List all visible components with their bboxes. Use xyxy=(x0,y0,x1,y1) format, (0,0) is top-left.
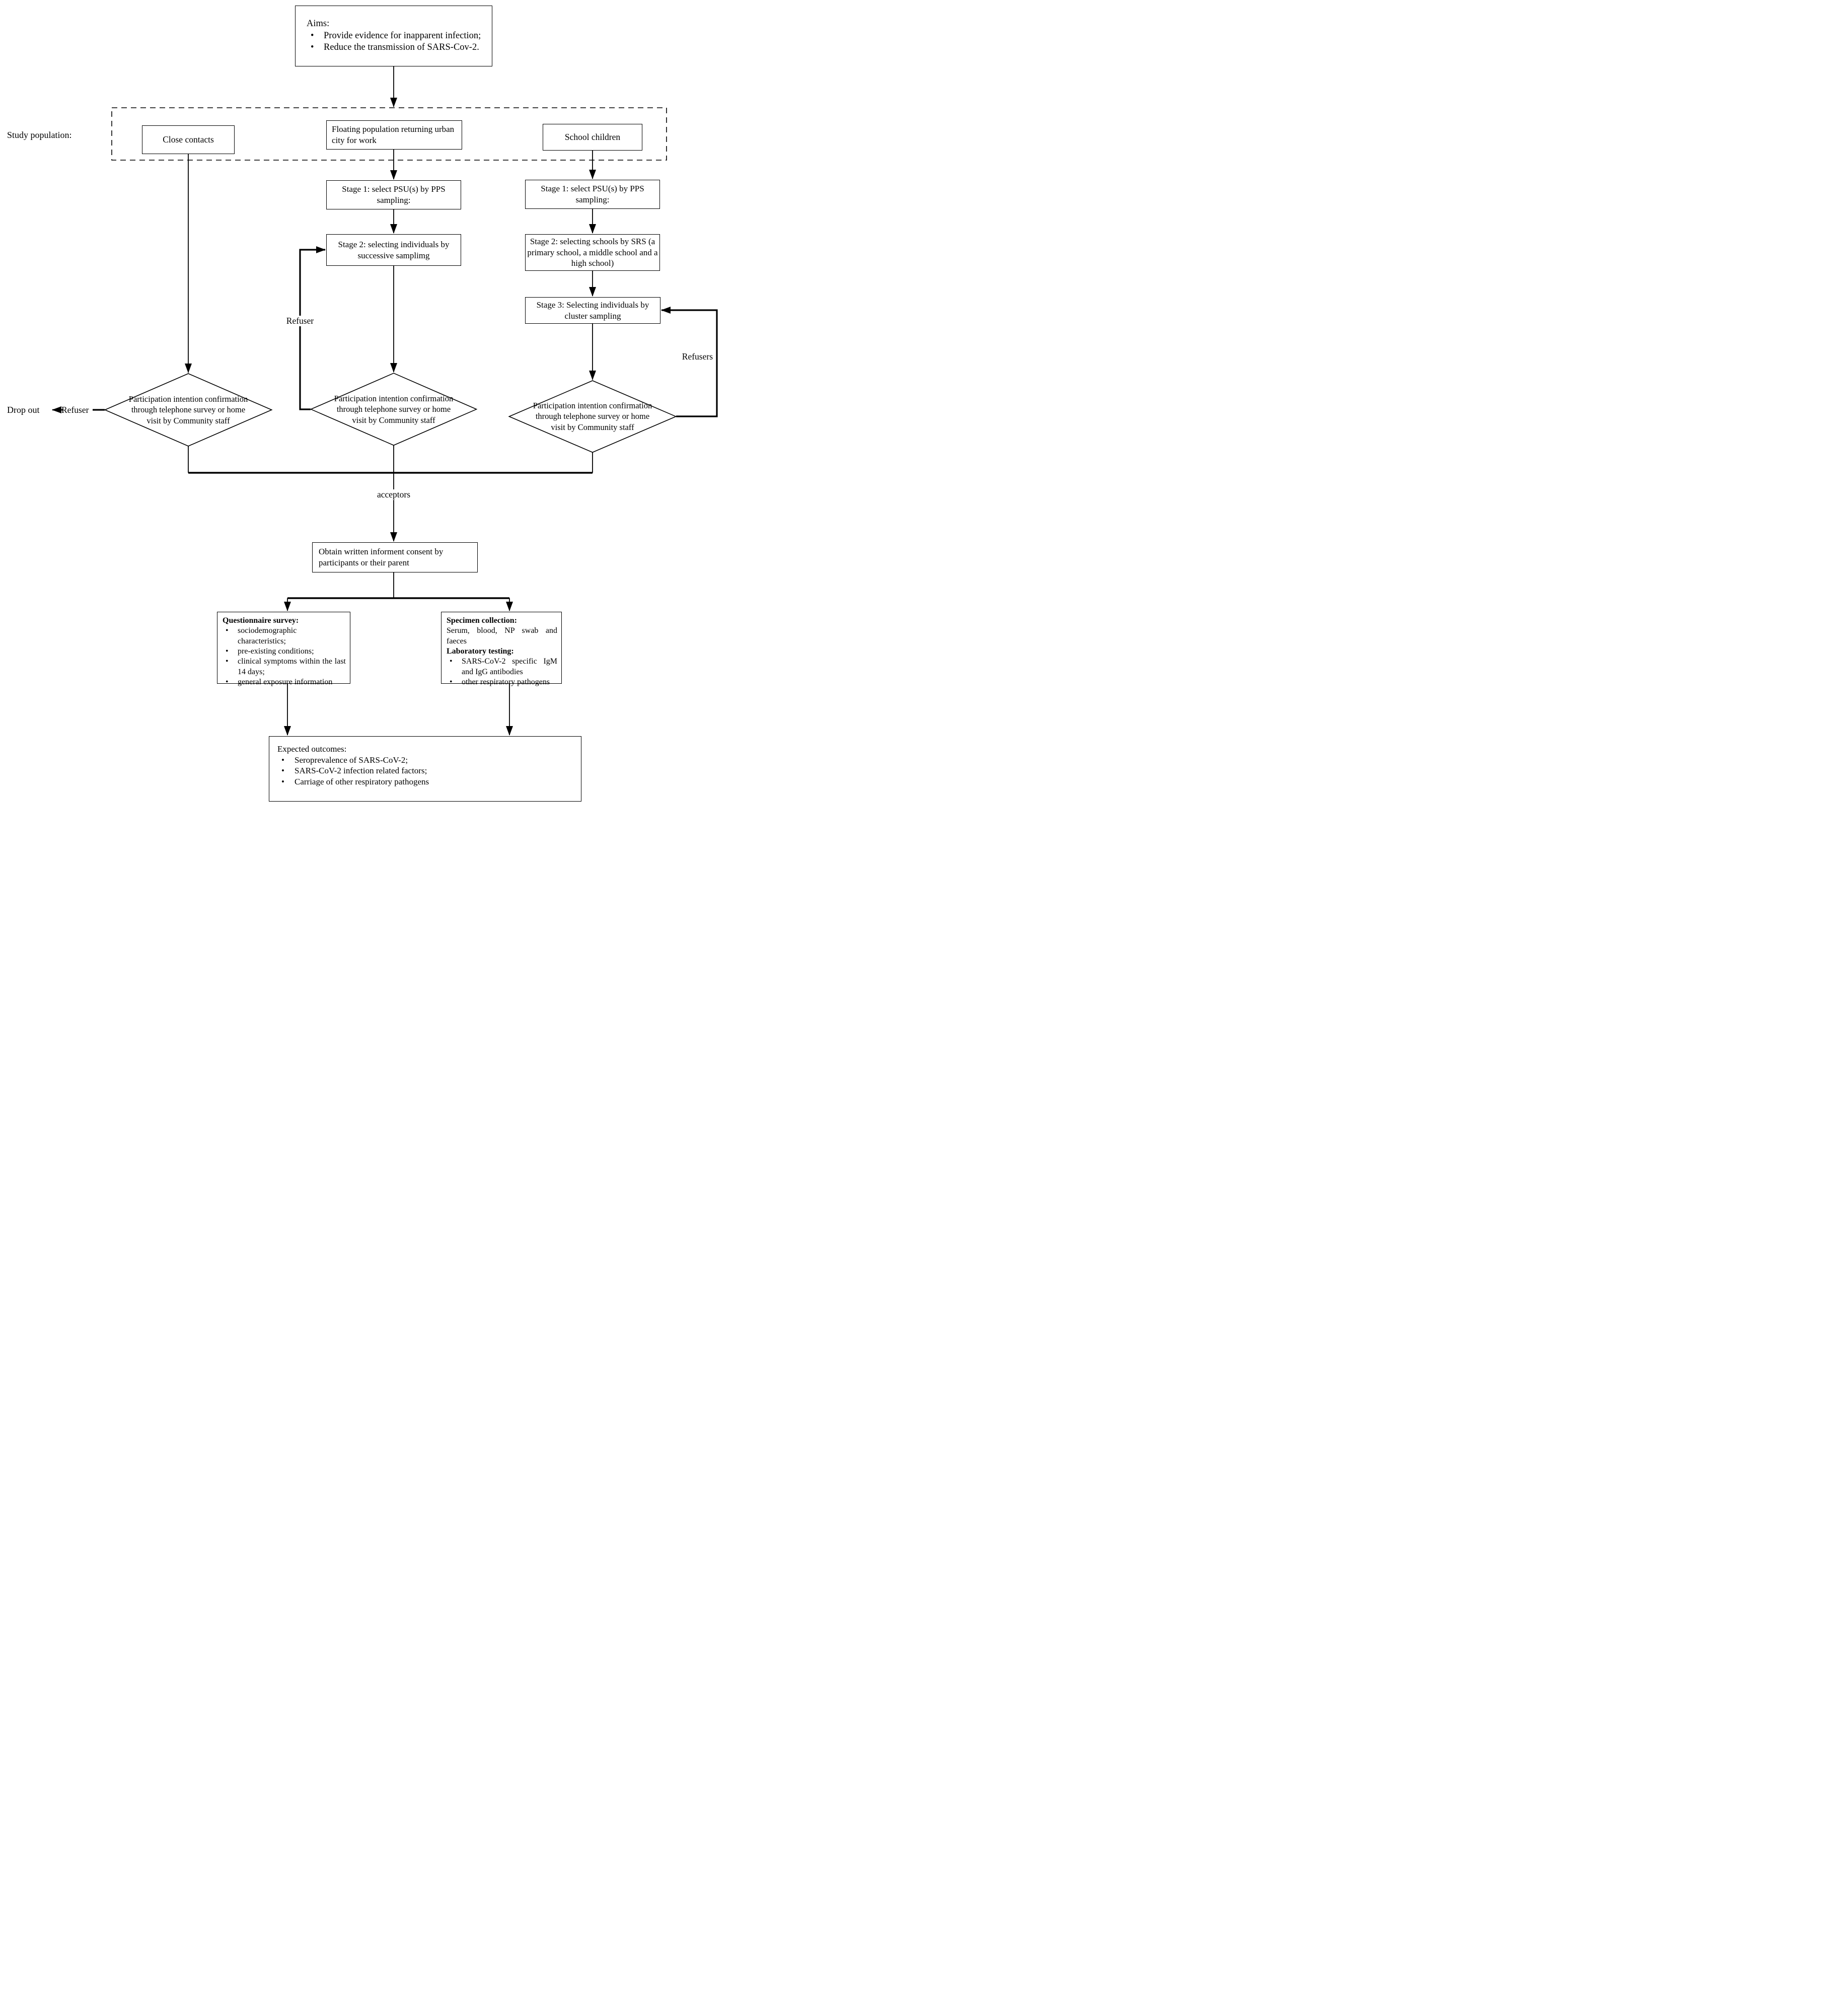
specimen-item-text: SARS-CoV-2 specific IgM and IgG antibodi… xyxy=(462,657,557,676)
outcomes-item: SARS-CoV-2 infection related factors; xyxy=(277,765,575,776)
close-contacts-box: Close contacts xyxy=(142,125,235,154)
questionnaire-item-text: general exposure information xyxy=(238,677,333,686)
aims-item-text: Provide evidence for inapparent infectio… xyxy=(324,30,481,41)
laboratory-testing-title: Laboratory testing: xyxy=(447,646,514,656)
stage1-right-box: Stage 1: select PSU(s) by PPS sampling: xyxy=(525,180,660,209)
refuser-loop-middle xyxy=(299,246,326,410)
decision-diamond-school xyxy=(508,380,677,453)
study-population-frame xyxy=(111,107,667,161)
aims-box: Aims: Provide evidence for inapparent in… xyxy=(295,6,492,66)
refusers-loop-right xyxy=(661,307,718,417)
questionnaire-item: clinical symptoms within the last 14 day… xyxy=(223,657,346,677)
decision-middle-text: Participation intention confirmation thr… xyxy=(334,393,454,425)
connector-layer xyxy=(52,66,718,736)
decision-right-text: Participation intention confirmation thr… xyxy=(533,400,652,432)
outcomes-item-text: Carriage of other respiratory pathogens xyxy=(295,776,429,786)
consent-box: Obtain written informent consent by part… xyxy=(312,542,478,572)
questionnaire-item: sociodemographic characteristics; xyxy=(223,626,346,646)
questionnaire-title: Questionnaire survey: xyxy=(223,616,299,625)
specimen-item-text: other respiratory pathogens xyxy=(462,677,550,686)
stage2-right-box: Stage 2: selecting schools by SRS (a pri… xyxy=(525,234,660,271)
drop-out-label: Drop out xyxy=(7,405,40,415)
acceptors-label: acceptors xyxy=(374,489,413,500)
stage2-middle-box: Stage 2: selecting individuals by succes… xyxy=(326,234,461,266)
floating-population-box: Floating population returning urban city… xyxy=(326,120,462,150)
decision-diamond-floating xyxy=(310,373,478,446)
outcomes-title: Expected outcomes: xyxy=(277,744,347,754)
refuser-middle-label: Refuser xyxy=(284,316,316,326)
school-children-box: School children xyxy=(543,124,642,151)
decision-left-text: Participation intention confirmation thr… xyxy=(128,394,248,425)
aims-item: Provide evidence for inapparent infectio… xyxy=(307,30,490,42)
specimen-box: Specimen collection: Serum, blood, NP sw… xyxy=(441,612,562,688)
specimen-item: other respiratory pathogens xyxy=(447,677,557,688)
aims-item: Reduce the transmission of SARS-Cov-2. xyxy=(307,42,490,54)
specimen-title: Specimen collection: xyxy=(447,616,517,625)
questionnaire-item-text: clinical symptoms within the last 14 day… xyxy=(238,657,346,676)
specimen-item: SARS-CoV-2 specific IgM and IgG antibodi… xyxy=(447,657,557,677)
refusers-right-label: Refusers xyxy=(682,351,713,362)
questionnaire-box: Questionnaire survey: sociodemographic c… xyxy=(217,612,350,688)
questionnaire-item: general exposure information xyxy=(223,677,346,688)
questionnaire-item-text: pre-existing conditions; xyxy=(238,646,314,656)
flowchart: Aims: Provide evidence for inapparent in… xyxy=(0,0,736,807)
stage1-middle-box: Stage 1: select PSU(s) by PPS sampling: xyxy=(326,180,461,209)
aims-item-text: Reduce the transmission of SARS-Cov-2. xyxy=(324,42,479,53)
expected-outcomes-box: Expected outcomes: Seroprevalence of SAR… xyxy=(269,736,581,802)
outcomes-item-text: SARS-CoV-2 infection related factors; xyxy=(295,766,427,776)
decision-diamond-close-contacts xyxy=(104,373,273,447)
outcomes-item-text: Seroprevalence of SARS-CoV-2; xyxy=(295,755,408,765)
questionnaire-item-text: sociodemographic characteristics; xyxy=(238,626,297,645)
outcomes-item: Seroprevalence of SARS-CoV-2; xyxy=(277,755,575,766)
stage3-right-box: Stage 3: Selecting individuals by cluste… xyxy=(525,297,660,324)
outcomes-item: Carriage of other respiratory pathogens xyxy=(277,776,575,787)
refuser-left-label: Refuser xyxy=(61,405,89,415)
questionnaire-item: pre-existing conditions; xyxy=(223,646,346,657)
aims-title: Aims: xyxy=(307,18,330,29)
study-population-label: Study population: xyxy=(7,130,72,140)
specimen-body: Serum, blood, NP swab and faeces xyxy=(447,626,557,645)
